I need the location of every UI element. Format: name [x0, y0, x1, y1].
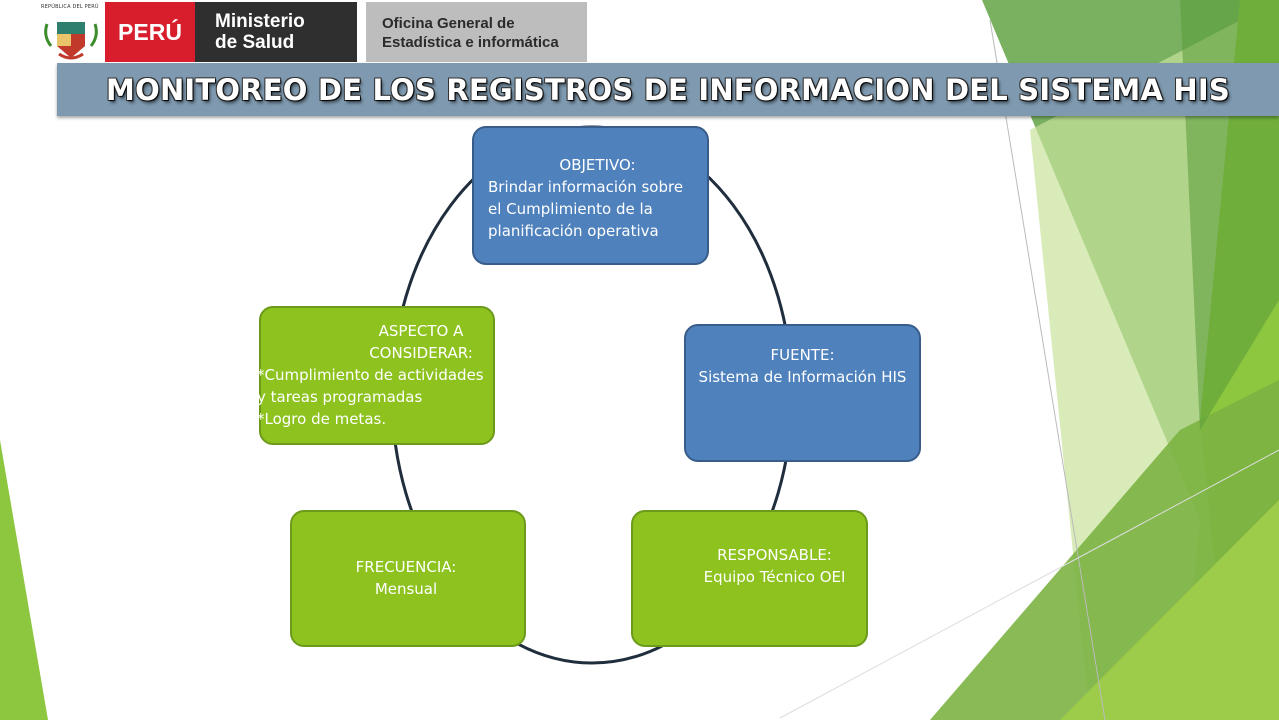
office-line-2: Estadística e informática [382, 34, 559, 51]
office-name: Oficina General de Estadística e informá… [363, 2, 587, 62]
ministry-line-2: de Salud [215, 32, 295, 53]
ministry-line-1: Ministerio [215, 11, 305, 32]
node-responsable: RESPONSABLE: Equipo Técnico OEI [631, 510, 868, 647]
node-aspecto: ASPECTO A CONSIDERAR: *Cumplimiento de a… [257, 306, 495, 445]
peru-label: PERÚ [105, 2, 195, 62]
node-fuente: FUENTE: Sistema de Información HIS [684, 324, 921, 462]
shield-icon [44, 22, 98, 60]
node-objetivo-label: OBJETIVO: [559, 156, 636, 174]
node-responsable-label: RESPONSABLE: [717, 546, 832, 564]
left-green-shape [0, 440, 48, 720]
node-responsable-text: Equipo Técnico OEI [703, 568, 846, 586]
office-line-1: Oficina General de [382, 15, 515, 32]
coat-of-arms-logo: REPÚBLICA DEL PERÚ [37, 2, 105, 62]
deco-line [779, 449, 1279, 719]
header-logos: REPÚBLICA DEL PERÚ PERÚ Ministerio de Sa… [37, 2, 587, 62]
node-fuente-label: FUENTE: [770, 346, 835, 364]
node-objetivo-text: Brindar información sobre el Cumplimient… [488, 178, 684, 240]
node-aspecto-label: ASPECTO A CONSIDERAR: [369, 322, 473, 362]
node-aspecto-text: *Cumplimiento de actividades y tareas pr… [257, 366, 484, 428]
node-frecuencia: FRECUENCIA: Mensual [290, 510, 526, 647]
bottom-right-lime-shape [1060, 500, 1279, 720]
page-title: MONITOREO DE LOS REGISTROS DE INFORMACIO… [106, 72, 1230, 107]
node-frecuencia-label: FRECUENCIA: [355, 558, 457, 576]
node-objetivo: OBJETIVO: Brindar información sobre el C… [472, 126, 709, 265]
title-banner: MONITOREO DE LOS REGISTROS DE INFORMACIO… [57, 63, 1279, 116]
node-fuente-text: Sistema de Información HIS [698, 368, 907, 386]
ministry-name: Ministerio de Salud [195, 2, 357, 62]
coat-of-arms-caption: REPÚBLICA DEL PERÚ [41, 4, 99, 10]
deco-line [989, 19, 1106, 720]
node-frecuencia-text: Mensual [374, 580, 438, 598]
